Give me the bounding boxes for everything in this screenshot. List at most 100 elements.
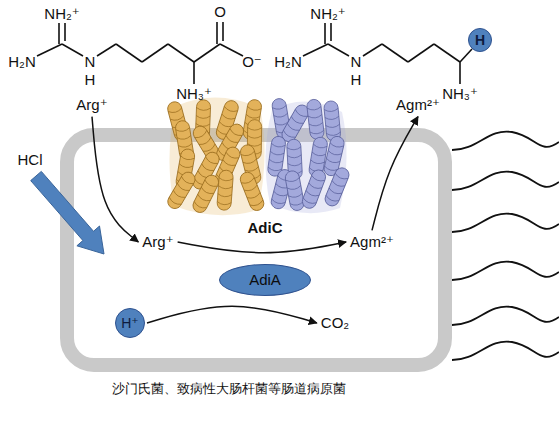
flagellum	[452, 342, 559, 360]
flagellum	[452, 307, 559, 325]
helix-turn	[324, 108, 338, 112]
helix-turn	[218, 194, 232, 198]
helix-turn	[180, 156, 194, 161]
helix-turn	[200, 187, 214, 195]
helix-turn	[274, 113, 288, 118]
helix-turn	[290, 116, 303, 125]
helix-body	[217, 170, 234, 211]
node-text: AdiA	[249, 271, 281, 288]
bond-line	[216, 22, 218, 44]
proton-circle: H⁺	[115, 308, 145, 338]
bond-line	[37, 44, 62, 56]
helix-turn	[224, 106, 238, 113]
bond-line	[363, 44, 382, 56]
helix-turn	[204, 180, 218, 188]
helix-turn	[289, 193, 303, 198]
node-text: H	[475, 32, 485, 48]
atom-label: N	[85, 53, 96, 70]
bond-line	[116, 44, 142, 62]
helix-turn	[247, 193, 261, 200]
bond-line	[64, 23, 66, 41]
node-text: H⁺	[121, 315, 139, 331]
helix-turn	[325, 195, 339, 203]
helix-turn	[244, 185, 258, 192]
helix-turn	[286, 178, 300, 183]
helix-turn	[311, 175, 325, 182]
proton-circle: H	[468, 28, 492, 52]
reaction-arrow	[372, 117, 418, 231]
helix-turn	[308, 115, 322, 119]
helix-turn	[308, 183, 322, 190]
bond-line	[330, 23, 332, 41]
atom-label: O	[214, 3, 226, 20]
helix-turn	[309, 122, 323, 126]
helix-turn	[225, 135, 238, 144]
helix	[323, 166, 351, 208]
chemical-bonds	[37, 22, 472, 84]
helix-turn	[193, 201, 207, 209]
helix-turn	[294, 109, 307, 118]
helix-turn	[203, 144, 216, 153]
node-text: Arg⁺	[142, 233, 173, 250]
helix-turn	[168, 108, 182, 114]
helix-body	[323, 100, 341, 141]
helix-turn	[331, 181, 345, 189]
protein-name: AdiC	[245, 219, 286, 236]
helix-turn	[221, 114, 235, 121]
helix-turn	[313, 144, 327, 149]
bond-line	[324, 23, 326, 44]
helix-body	[300, 168, 327, 210]
atom-label: NH₂⁺	[310, 5, 345, 22]
helix	[191, 173, 221, 215]
helix-turn	[328, 151, 342, 157]
acid-entry-arrow	[31, 171, 104, 254]
bond-line	[303, 44, 328, 56]
helix-turn	[246, 114, 260, 119]
bond-line	[434, 44, 460, 62]
helix-turn	[271, 199, 285, 205]
helix-turn	[282, 130, 295, 139]
helix-turn	[217, 202, 231, 206]
molecule-label: Arg⁺	[140, 232, 175, 251]
helix-turn	[225, 152, 239, 160]
acid-label: HCl	[18, 151, 43, 168]
node-text: Arg⁺	[76, 96, 107, 113]
helix-turn	[334, 173, 348, 181]
molecule-label: CO₂	[319, 313, 351, 332]
helix-turn	[310, 130, 324, 134]
bond-line	[459, 62, 461, 84]
helix	[217, 170, 234, 211]
bond-line	[58, 23, 60, 44]
helix-turn	[250, 200, 264, 207]
helix-turn	[288, 163, 302, 166]
molecule-label: Agm²⁺	[348, 232, 396, 251]
helix-turn	[326, 132, 340, 136]
node-text: CO₂	[321, 314, 349, 331]
atom-label: H	[85, 71, 96, 88]
helix	[300, 168, 327, 210]
atom-label: NH₂⁺	[44, 5, 79, 22]
helix-turn	[287, 147, 301, 150]
helix-body	[238, 170, 266, 212]
molecule-label: Agm²⁺	[394, 95, 442, 114]
bond-line	[62, 44, 83, 56]
atom-label: H₂N	[8, 53, 36, 70]
helix-turn	[248, 128, 262, 131]
helix-turn	[199, 137, 212, 146]
helix-turn	[269, 159, 283, 163]
bond-line	[220, 44, 243, 56]
bond-line	[408, 44, 434, 62]
helix-turn	[201, 164, 214, 173]
atom-label: N	[351, 53, 362, 70]
helix-turn	[310, 160, 324, 165]
flagellum	[452, 262, 559, 280]
bond-line	[168, 44, 194, 62]
atom-label: H₂N	[274, 53, 302, 70]
helix-turn	[307, 107, 321, 111]
helix	[279, 102, 311, 144]
helix-turn	[180, 176, 193, 185]
helix-body	[279, 102, 311, 144]
atom-label: NH₃⁺	[176, 85, 212, 102]
atom-label: O⁻	[242, 53, 262, 70]
helix-turn	[172, 190, 185, 199]
